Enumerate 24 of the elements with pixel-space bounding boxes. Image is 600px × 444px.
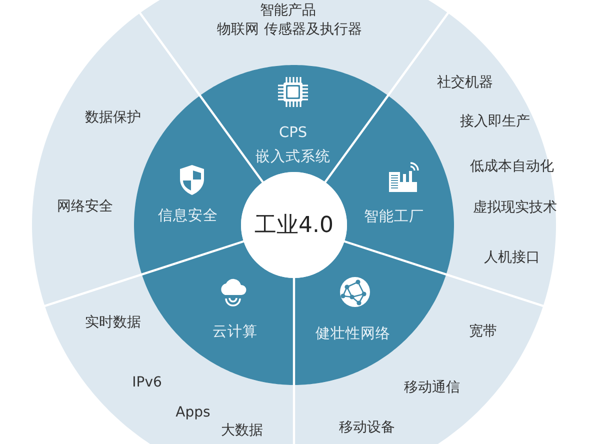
segment-title: 嵌入式系统 [256,150,330,166]
topic-text: 虚拟现实技术 [473,200,557,216]
topic-text: 网络安全 [57,199,113,215]
segment-title: 智能工厂 [364,210,424,226]
topic-text: 移动设备 [339,420,395,436]
topic-text: 接入即生产 [460,114,530,130]
topic-text: 社交机器 [437,75,493,91]
topic-text: 物联网 [217,22,259,38]
topic-text: 智能产品 [260,3,316,19]
segment-title: 云计算 [212,325,258,341]
topic-text: Apps [176,405,210,421]
topic-text: 数据保护 [85,110,141,126]
topic-text: 实时数据 [85,315,141,331]
topic-text: 低成本自动化 [470,159,554,175]
topic-text: 人机接口 [484,250,540,266]
center-title: 工业4.0 [254,214,334,238]
topic-text: 移动通信 [404,380,460,396]
topic-text: IPv6 [132,375,162,391]
topic-text: 大数据 [221,423,263,439]
topic-text: 宽带 [469,324,497,340]
segment-title: CPS [278,126,308,142]
segment-title: 信息安全 [158,209,218,225]
topic-text: 传感器及执行器 [264,22,362,38]
segment-title: 健壮性网络 [316,327,390,343]
